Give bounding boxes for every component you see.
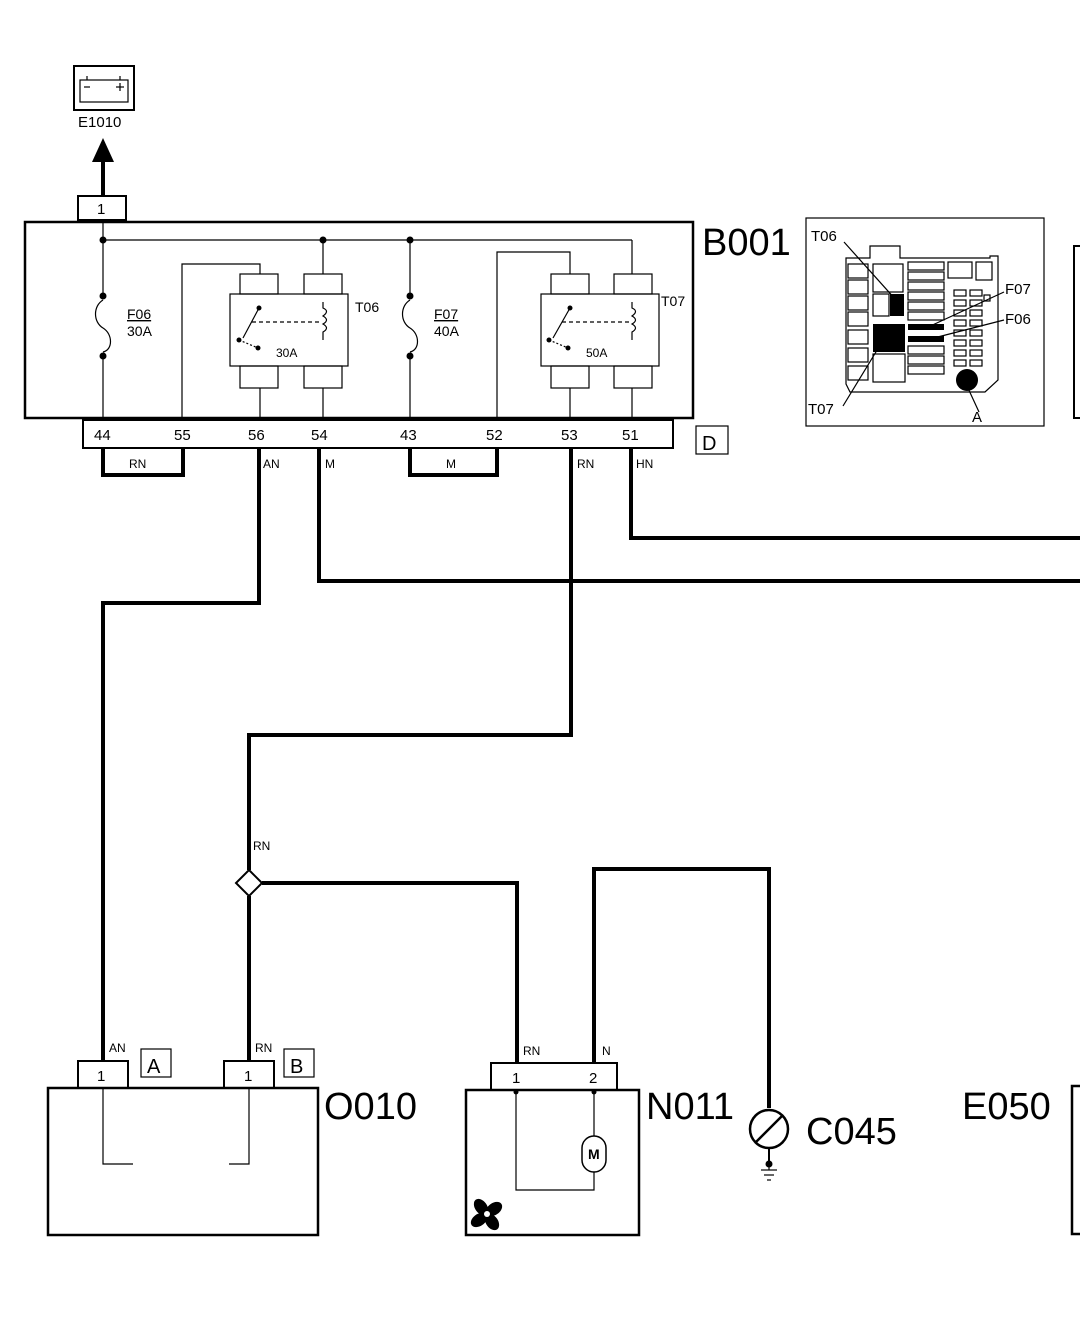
n011-wire2-color: N <box>602 1044 611 1058</box>
b001-connector-d: 44 55 56 54 43 52 53 51 D <box>82 419 729 455</box>
component-e050: E050 <box>962 1084 1080 1236</box>
wire-pin51-color: HN <box>636 457 653 471</box>
component-o010: 1 AN A 1 RN B O010 <box>46 1041 417 1237</box>
wire-pin51 <box>629 448 1080 540</box>
o010-wire-b-color: RN <box>255 1041 272 1055</box>
splice-node <box>234 868 264 898</box>
fuse-f06-rating: 30A <box>127 323 153 339</box>
battery-e1010: E1010 <box>73 65 135 131</box>
battery-frame <box>73 65 135 111</box>
connector-d-box <box>695 425 729 455</box>
relay-t07-coil <box>630 302 637 340</box>
offscreen-component-top <box>1073 245 1080 419</box>
pin-43: 43 <box>400 427 417 444</box>
wire-n011-2-c045 <box>592 867 771 1108</box>
b001-input-pin: 1 <box>97 201 105 218</box>
o010-pin-b: 1 <box>244 1068 252 1085</box>
fan-icon <box>470 1198 503 1231</box>
n011-connector <box>490 1062 618 1091</box>
fuse-f07-symbol <box>401 299 419 353</box>
locator-f06: F06 <box>1005 311 1031 328</box>
jumper-43-52-color: M <box>446 457 456 471</box>
wire-splice-n011-1 <box>262 881 519 1063</box>
wire-pin56-o010a <box>101 448 261 1061</box>
pin-52: 52 <box>486 427 503 444</box>
wire-pin54 <box>317 448 1080 583</box>
relay-t06-body <box>229 293 349 367</box>
n011-wire1-color: RN <box>523 1044 540 1058</box>
wire-pin53-splice <box>247 448 573 870</box>
ground-c045: C045 <box>748 1108 897 1181</box>
o010-body <box>46 1086 320 1237</box>
n011-code: N011 <box>646 1086 734 1128</box>
pin-56: 56 <box>248 427 265 444</box>
fuse-box-code: B001 <box>702 222 791 264</box>
battery-code: E1010 <box>78 114 121 131</box>
o010-wire-a-color: AN <box>109 1041 126 1055</box>
fuse-f06-name: F06 <box>127 306 151 322</box>
wire-pin54-color: M <box>325 457 335 471</box>
o010-conn-b: B <box>290 1056 303 1078</box>
relay-t07-name: T07 <box>661 293 685 309</box>
jumper-44-55-color: RN <box>129 457 146 471</box>
o010-code: O010 <box>324 1086 417 1128</box>
locator-outline <box>845 245 999 393</box>
b001-locator: T06 F07 F06 T07 A <box>805 217 1045 427</box>
o010-conn-a: A <box>147 1056 161 1078</box>
locator-t06: T06 <box>811 228 837 245</box>
relay-t07-body <box>540 293 660 367</box>
c045-code: C045 <box>806 1111 897 1153</box>
fuse-box-frame <box>23 220 695 420</box>
motor-icon <box>581 1135 607 1173</box>
wire-pin56-color: AN <box>263 457 280 471</box>
relay-t06-rating: 30A <box>276 346 297 360</box>
pin-44: 44 <box>94 427 111 444</box>
ground-symbol-icon <box>761 1164 777 1181</box>
fuse-f07-rating: 40A <box>434 323 460 339</box>
arrow-up-icon <box>92 138 114 162</box>
pin-55: 55 <box>174 427 191 444</box>
e050-code: E050 <box>962 1086 1051 1128</box>
n011-pin1: 1 <box>512 1070 520 1087</box>
connector-d-label: D <box>702 433 716 455</box>
locator-a: A <box>972 409 982 426</box>
pin-53: 53 <box>561 427 578 444</box>
splice-color: RN <box>253 839 270 853</box>
locator-t07: T07 <box>808 401 834 418</box>
locator-f07: F07 <box>1005 281 1031 298</box>
o010-pin-a: 1 <box>97 1068 105 1085</box>
pin-51: 51 <box>622 427 639 444</box>
relay-t06-name: T06 <box>355 299 379 315</box>
jumper-44-55 <box>101 448 185 477</box>
fuse-f06-symbol <box>94 299 112 353</box>
fuse-f07-name: F07 <box>434 306 458 322</box>
component-n011: 1 2 RN N M N011 <box>464 1044 734 1237</box>
n011-pin2: 2 <box>589 1070 597 1087</box>
fuse-box-b001: B001 F06 30A T06 30A <box>23 220 791 420</box>
b001-input-pin-box <box>77 195 127 221</box>
wire-pin53-color: RN <box>577 457 594 471</box>
relay-t06-coil <box>321 302 328 340</box>
battery-icon <box>79 79 129 103</box>
motor-label: M <box>588 1146 600 1162</box>
pin-54: 54 <box>311 427 328 444</box>
jumper-43-52 <box>408 448 499 477</box>
relay-t07-rating: 50A <box>586 346 607 360</box>
